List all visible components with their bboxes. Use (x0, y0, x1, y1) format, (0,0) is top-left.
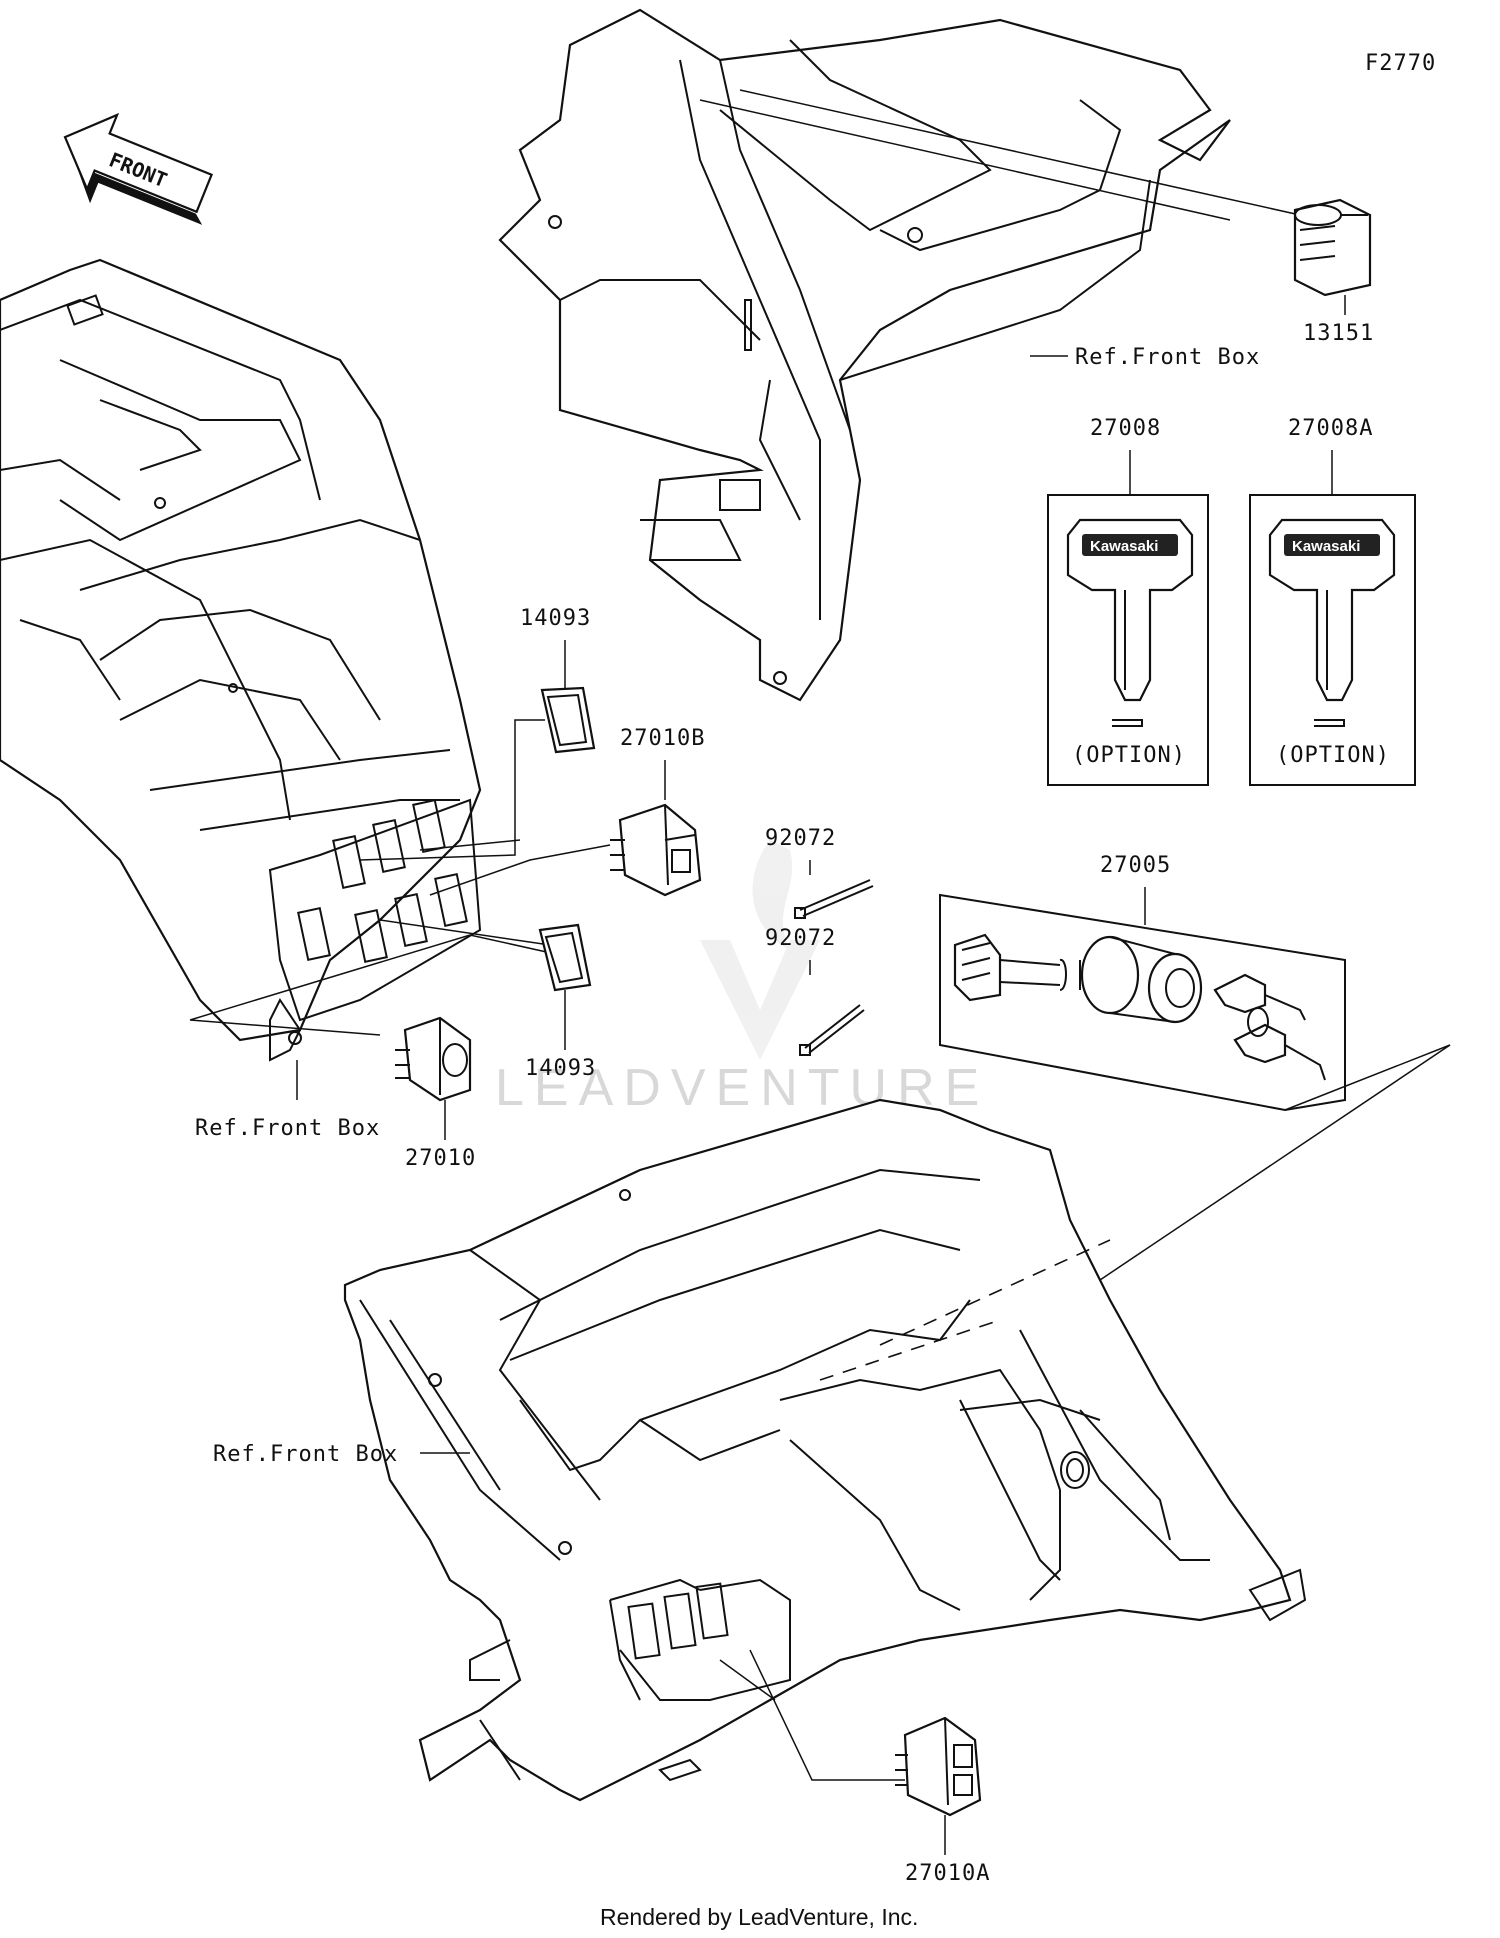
front-box-left-panel (0, 258, 482, 1062)
ref-front-box-label-3: Ref.Front Box (213, 1442, 398, 1467)
rocker-switch-27010A[interactable] (895, 1716, 982, 1817)
ignition-kit-box (939, 893, 1346, 1112)
part-label-14093-lower[interactable]: 14093 (525, 1056, 596, 1081)
watermark-logo (700, 840, 820, 1060)
key-brand-27008A: Kawasaki (1292, 538, 1360, 555)
front-box-upper (498, 8, 1231, 702)
screw-92072-upper[interactable] (794, 879, 874, 919)
front-box-lower (343, 1098, 1307, 1802)
key-27008[interactable]: Kawasaki (1066, 518, 1194, 702)
part-label-92072-lower[interactable]: 92072 (765, 926, 836, 951)
blank-cap-14093-upper[interactable] (540, 686, 596, 754)
key-box-27008 (1047, 494, 1209, 786)
ref-front-box-label-2: Ref.Front Box (195, 1116, 380, 1141)
figure-id: F2770 (1365, 51, 1436, 76)
key-27008A[interactable]: Kawasaki (1268, 518, 1396, 702)
part-label-27005[interactable]: 27005 (1100, 853, 1171, 878)
ignition-switch-27005[interactable] (953, 933, 1203, 1024)
footer-credit: Rendered by LeadVenture, Inc. (600, 1904, 918, 1930)
key-brand-27008: Kawasaki (1090, 538, 1158, 555)
part-label-13151[interactable]: 13151 (1303, 321, 1374, 346)
part-label-92072-upper[interactable]: 92072 (765, 826, 836, 851)
part-label-27010A[interactable]: 27010A (905, 1861, 990, 1886)
part-label-14093-upper[interactable]: 14093 (520, 606, 591, 631)
screw-92072-lower[interactable] (799, 1004, 865, 1056)
blank-cap-14093-lower[interactable] (538, 923, 592, 992)
lower-switch-slots (627, 1582, 729, 1660)
option-label-27008A: (OPTION) (1276, 743, 1390, 768)
key-box-27008A (1249, 494, 1416, 786)
front-arrow-icon: FRONT (63, 112, 214, 225)
part-label-27008A[interactable]: 27008A (1288, 416, 1373, 441)
rocker-switch-27010B[interactable] (610, 803, 702, 897)
option-label-27008: (OPTION) (1072, 743, 1186, 768)
rotary-switch-27010[interactable] (395, 1016, 472, 1102)
part-label-27010[interactable]: 27010 (405, 1146, 476, 1171)
ignition-keys-27005[interactable] (1213, 973, 1326, 1081)
power-socket-13151[interactable] (1293, 198, 1372, 297)
part-label-27008[interactable]: 27008 (1090, 416, 1161, 441)
part-label-27010B[interactable]: 27010B (620, 726, 705, 751)
ref-front-box-label-1: Ref.Front Box (1075, 345, 1260, 370)
